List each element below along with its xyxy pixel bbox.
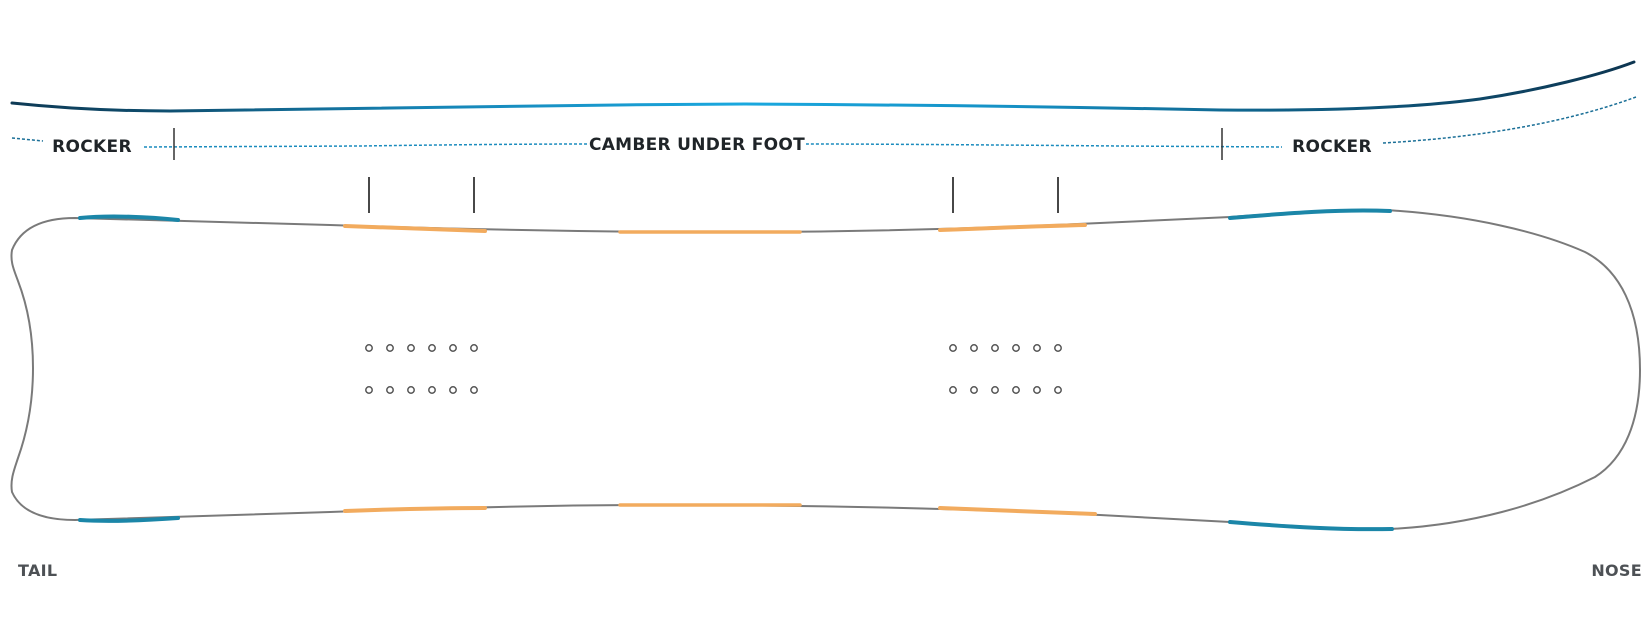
insert-hole — [949, 344, 957, 352]
insert-hole — [1033, 344, 1041, 352]
edge-highlight-tail-top — [78, 214, 180, 222]
insert-hole — [991, 344, 999, 352]
rocker-label-tail: ROCKER — [52, 137, 132, 157]
insert-hole — [386, 344, 394, 352]
edge-highlight-nose-top — [1228, 208, 1392, 220]
insert-hole — [365, 386, 373, 394]
camber-highlight-top-left — [343, 224, 487, 233]
baseline-dashline-left — [143, 143, 589, 148]
insert-hole — [449, 386, 457, 394]
insert-hole — [991, 386, 999, 394]
insert-hole — [970, 344, 978, 352]
insert-hole — [1054, 386, 1062, 394]
tail-label: TAIL — [18, 561, 57, 580]
insert-hole — [428, 344, 436, 352]
insert-hole — [407, 386, 415, 394]
insert-hole — [949, 386, 957, 394]
camber-highlight-bottom-left — [343, 506, 487, 513]
insert-hole — [470, 344, 478, 352]
insert-hole — [449, 344, 457, 352]
insert-hole — [1033, 386, 1041, 394]
edge-highlight-tail-bottom — [78, 516, 180, 523]
insert-hole — [1054, 344, 1062, 352]
insert-hole — [1012, 344, 1020, 352]
rocker-label-nose: ROCKER — [1292, 137, 1372, 157]
camber-highlight-top-right — [938, 223, 1087, 232]
tail-rocker-dashline — [11, 137, 44, 142]
camber-highlight-bottom-right — [938, 506, 1097, 516]
baseline-dashline-right — [805, 143, 1283, 148]
insert-hole — [1012, 386, 1020, 394]
nose-rocker-dashline — [1382, 96, 1637, 144]
insert-hole — [386, 386, 394, 394]
insert-hole — [470, 386, 478, 394]
board-outline — [10, 208, 1642, 531]
binding-inserts — [365, 344, 1062, 394]
nose-label: NOSE — [1591, 561, 1642, 580]
insert-hole — [365, 344, 373, 352]
camber-label: CAMBER UNDER FOOT — [589, 135, 805, 155]
profile-line — [10, 60, 1636, 113]
insert-hole — [407, 344, 415, 352]
insert-hole — [970, 386, 978, 394]
insert-hole — [428, 386, 436, 394]
edge-highlight-nose-bottom — [1228, 520, 1394, 532]
